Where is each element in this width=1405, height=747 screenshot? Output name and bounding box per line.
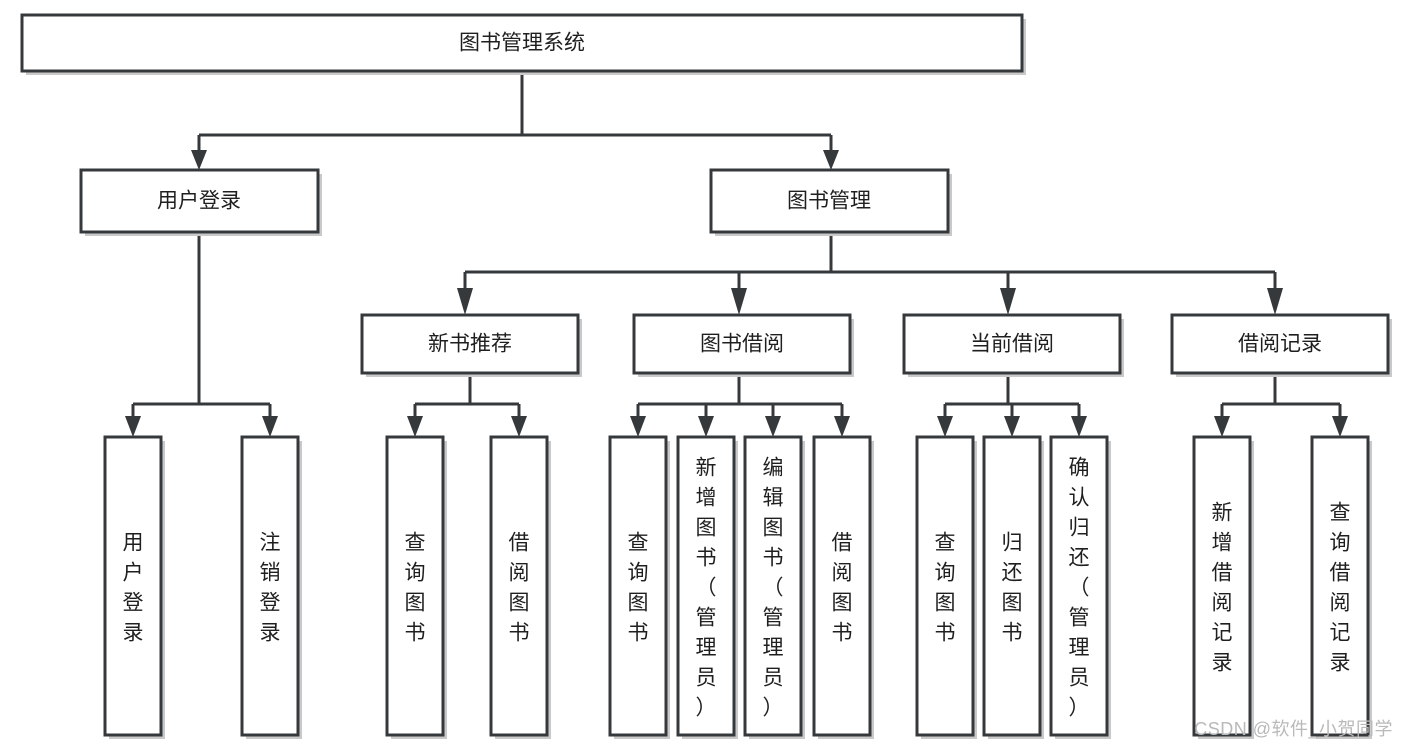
- node-leaf-return-book-rect: [982, 435, 1042, 737]
- edges-layer: [125, 73, 1348, 437]
- arrow-to-new-book-rec: [457, 288, 473, 315]
- node-new-book-rec-label: 新书推荐: [428, 333, 512, 356]
- node-root[interactable]: 图书管理系统: [20, 13, 1026, 75]
- node-leaf-logout[interactable]: 注销登录: [240, 435, 302, 739]
- arrow-to-leaf-edit-book: [765, 416, 781, 437]
- node-leaf-query-record[interactable]: 查询借阅记录: [1310, 435, 1372, 739]
- node-current-borrow[interactable]: 当前借阅: [902, 313, 1124, 377]
- node-borrow-record-rect: [1170, 313, 1390, 375]
- node-current-borrow-rect: [902, 313, 1122, 375]
- node-leaf-add-record-rect: [1192, 435, 1252, 737]
- node-leaf-query-book-1-label: 查询图书: [405, 531, 426, 644]
- node-leaf-query-book-2-label: 查询图书: [628, 531, 649, 644]
- arrow-to-book-borrow: [731, 288, 747, 315]
- arrow-to-user-login: [191, 150, 207, 170]
- arrow-to-book-manage: [823, 150, 839, 170]
- node-leaf-add-book-rect: [676, 435, 736, 737]
- node-book-borrow[interactable]: 图书借阅: [632, 313, 854, 377]
- node-user-login-rect: [79, 168, 320, 234]
- node-leaf-edit-book[interactable]: 编辑图书（管理员）: [743, 435, 805, 739]
- node-book-manage-label: 图书管理: [787, 190, 871, 213]
- node-new-book-rec-rect: [360, 313, 580, 375]
- node-leaf-confirm-return-rect: [1049, 435, 1109, 737]
- csdn-watermark: CSDN @软件_小贺同学: [1194, 719, 1393, 739]
- node-user-login[interactable]: 用户登录: [79, 168, 322, 236]
- node-book-borrow-label: 图书借阅: [700, 333, 784, 356]
- node-leaf-query-book-2-rect: [608, 435, 668, 737]
- arrow-to-borrow-record: [1267, 288, 1283, 315]
- arrow-to-current-borrow: [1000, 288, 1016, 315]
- node-leaf-borrow-book-1-rect: [489, 435, 549, 737]
- arrow-to-leaf-user-login: [125, 416, 141, 437]
- node-leaf-borrow-book-1-label: 借阅图书: [509, 531, 530, 644]
- node-leaf-query-book-1-rect: [385, 435, 445, 737]
- node-leaf-edit-book-rect: [743, 435, 803, 737]
- node-leaf-logout-label: 注销登录: [260, 531, 281, 644]
- arrow-to-leaf-add-book: [698, 416, 714, 437]
- node-leaf-query-book-3-label: 查询图书: [935, 531, 956, 644]
- arrow-to-leaf-borrow-book-1: [511, 416, 527, 437]
- node-leaf-add-book-label: 新增图书（管理员）: [696, 456, 717, 719]
- node-leaf-query-book-3-rect: [915, 435, 975, 737]
- node-leaf-confirm-return[interactable]: 确认归还（管理员）: [1049, 435, 1111, 739]
- node-book-manage-rect: [709, 168, 950, 234]
- node-leaf-borrow-book-2[interactable]: 借阅图书: [812, 435, 874, 739]
- node-leaf-user-login-rect: [103, 435, 163, 737]
- node-leaf-borrow-book-2-label: 借阅图书: [832, 531, 853, 644]
- node-leaf-query-book-3[interactable]: 查询图书: [915, 435, 977, 739]
- node-borrow-record-label: 借阅记录: [1238, 333, 1322, 356]
- node-book-manage[interactable]: 图书管理: [709, 168, 952, 236]
- arrow-to-leaf-query-book-2: [630, 416, 646, 437]
- node-leaf-user-login[interactable]: 用户登录: [103, 435, 165, 739]
- arrow-to-leaf-logout: [262, 416, 278, 437]
- node-leaf-add-book[interactable]: 新增图书（管理员）: [676, 435, 738, 739]
- node-current-borrow-label: 当前借阅: [970, 333, 1054, 356]
- node-leaf-borrow-book-2-rect: [812, 435, 872, 737]
- node-leaf-return-book-label: 归还图书: [1002, 531, 1023, 644]
- node-new-book-rec[interactable]: 新书推荐: [360, 313, 582, 377]
- node-leaf-return-book[interactable]: 归还图书: [982, 435, 1044, 739]
- node-book-borrow-rect: [632, 313, 852, 375]
- node-root-rect: [20, 13, 1024, 73]
- arrow-to-leaf-query-book-1: [407, 416, 423, 437]
- node-leaf-query-book-2[interactable]: 查询图书: [608, 435, 670, 739]
- arrow-to-leaf-confirm-return: [1071, 416, 1087, 437]
- node-leaf-query-book-1[interactable]: 查询图书: [385, 435, 447, 739]
- node-leaf-borrow-book-1[interactable]: 借阅图书: [489, 435, 551, 739]
- node-leaf-edit-book-label: 编辑图书（管理员）: [763, 456, 784, 719]
- node-user-login-label: 用户登录: [157, 190, 241, 213]
- arrow-to-leaf-query-record: [1332, 416, 1348, 437]
- node-borrow-record[interactable]: 借阅记录: [1170, 313, 1392, 377]
- node-leaf-query-record-label: 查询借阅记录: [1330, 501, 1351, 674]
- arrow-to-leaf-add-record: [1214, 416, 1230, 437]
- arrow-to-leaf-return-book: [1004, 416, 1020, 437]
- node-leaf-add-record[interactable]: 新增借阅记录: [1192, 435, 1254, 739]
- node-root-label: 图书管理系统: [459, 32, 585, 55]
- node-leaf-logout-rect: [240, 435, 300, 737]
- node-leaf-query-record-rect: [1310, 435, 1370, 737]
- node-leaf-add-record-label: 新增借阅记录: [1212, 501, 1233, 674]
- node-leaf-user-login-label: 用户登录: [123, 531, 144, 644]
- arrow-to-leaf-query-book-3: [937, 416, 953, 437]
- node-leaf-confirm-return-label: 确认归还（管理员）: [1069, 456, 1090, 719]
- arrow-to-leaf-borrow-book-2: [834, 416, 850, 437]
